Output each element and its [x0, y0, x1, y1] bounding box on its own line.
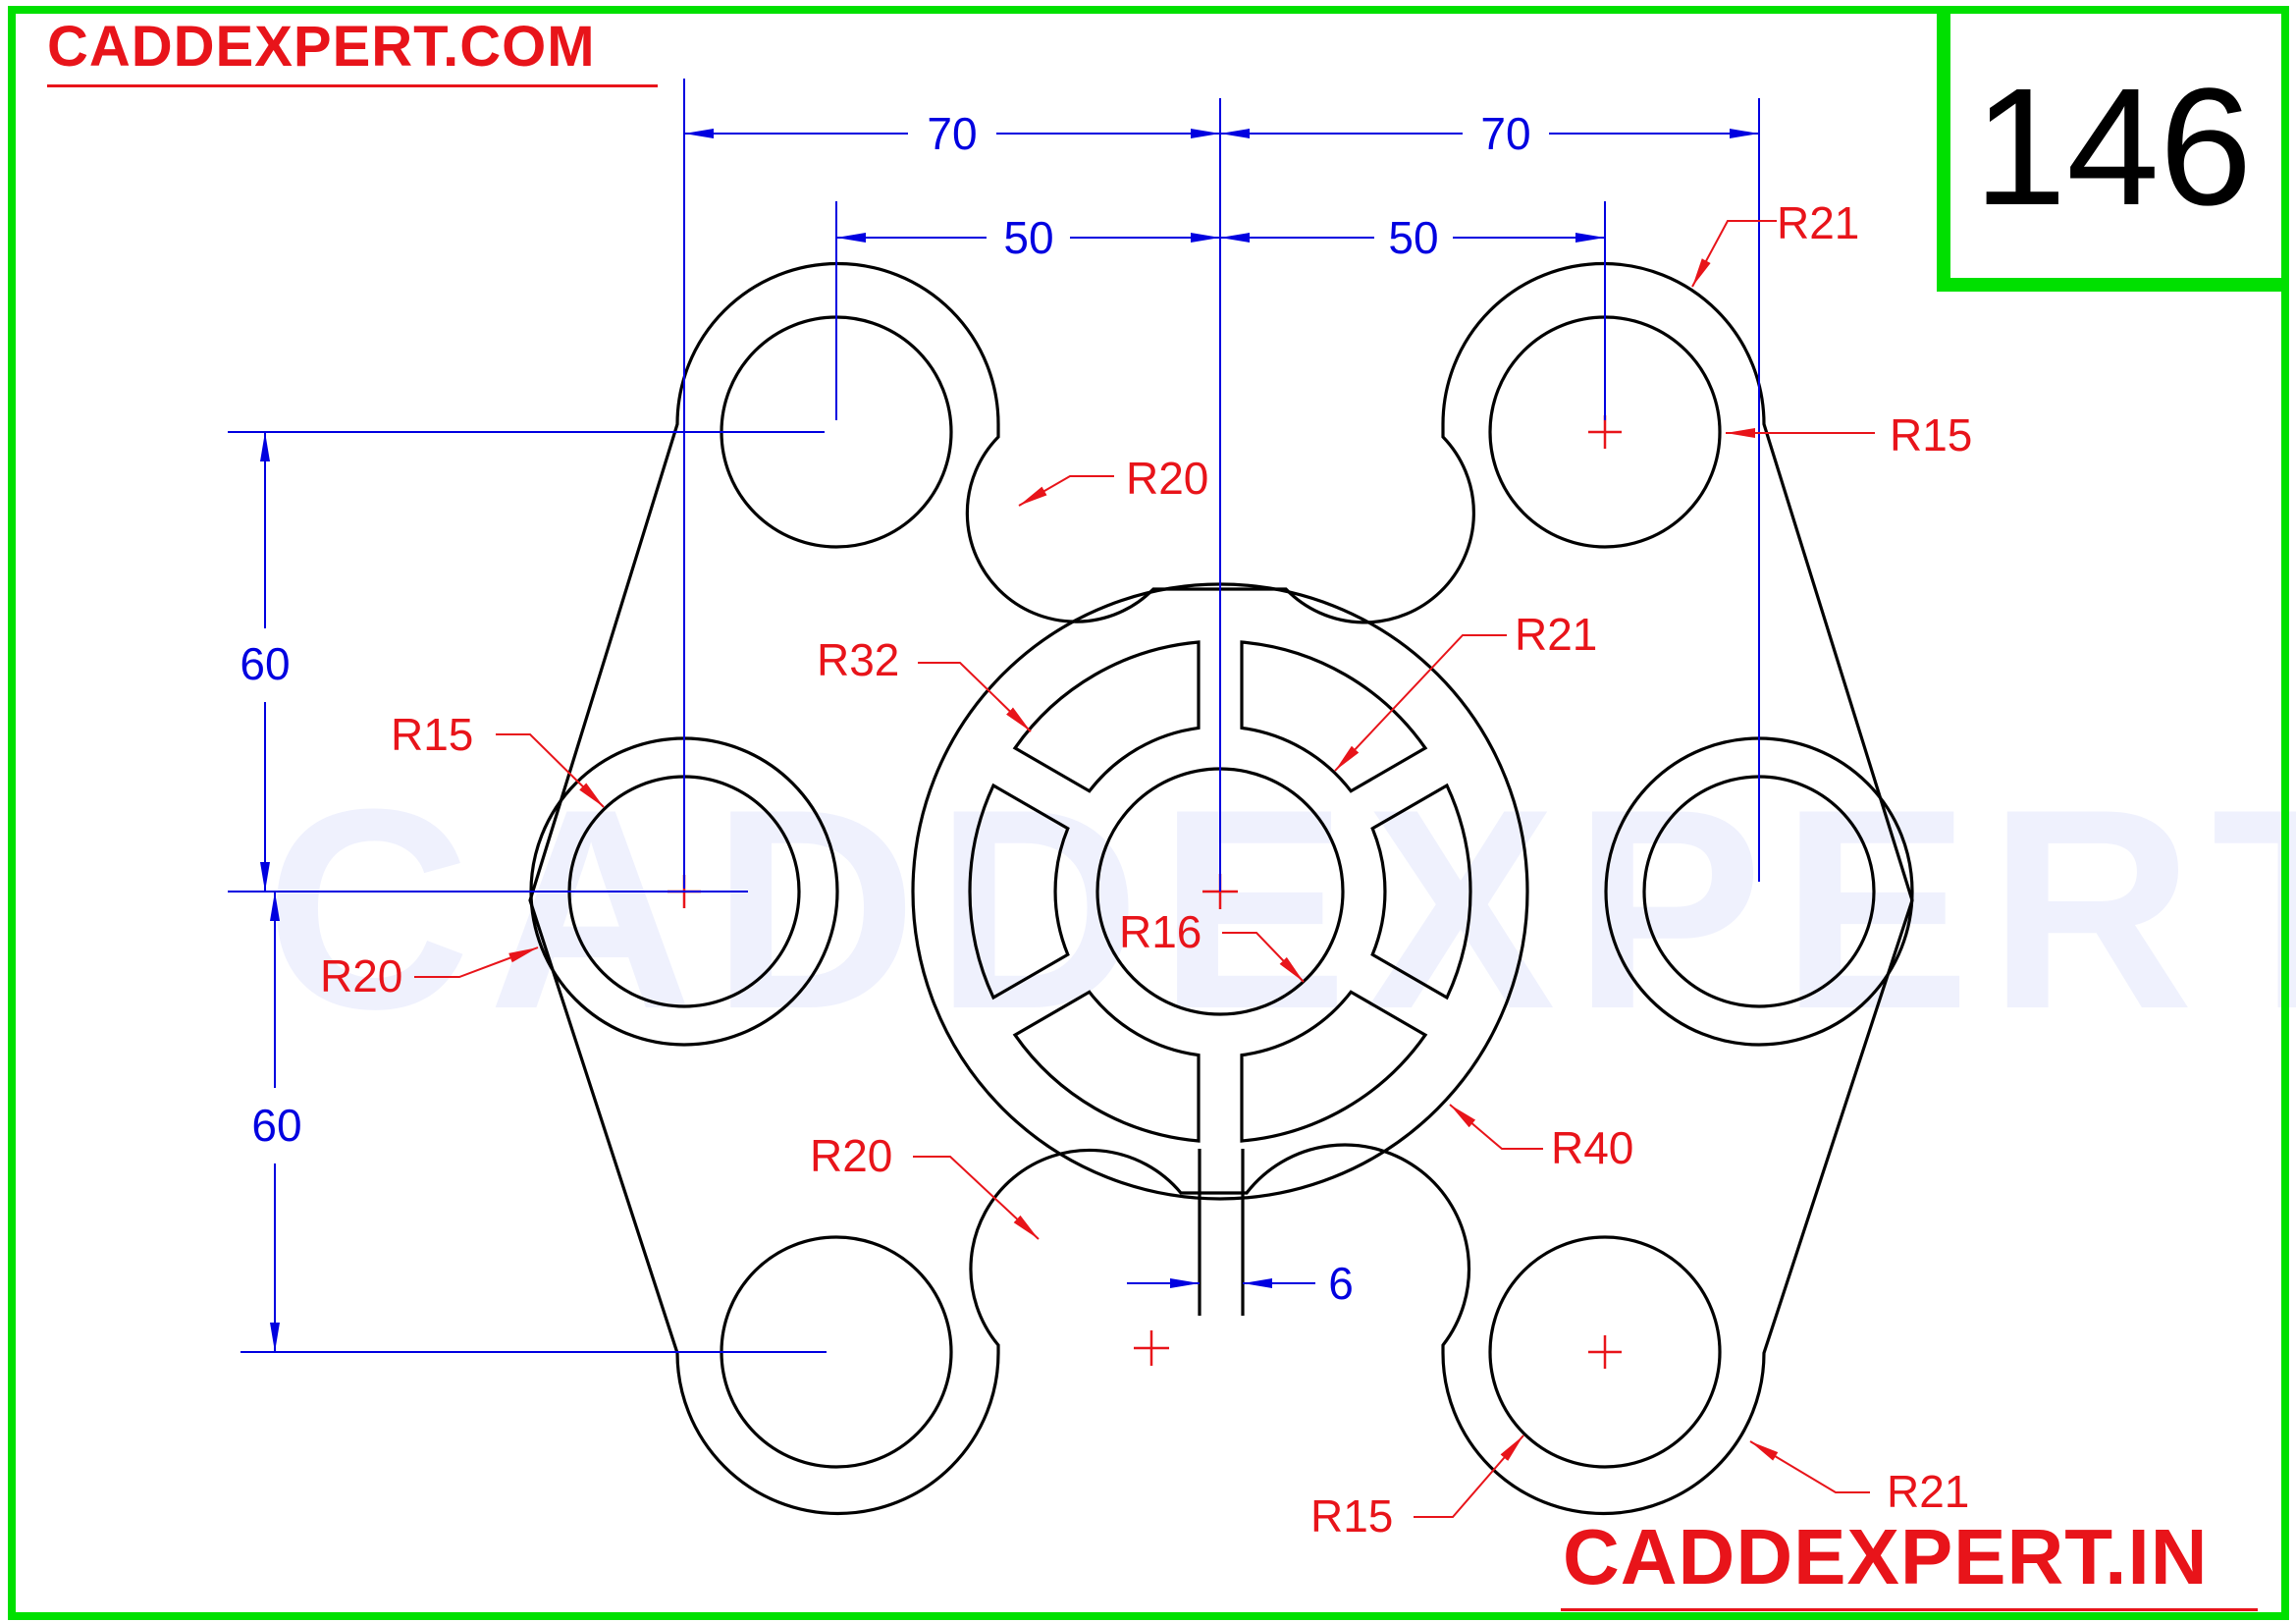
label-bottom-right-r15: R15: [1310, 1490, 1393, 1542]
dim-6: 6: [1328, 1258, 1354, 1309]
title-box: [1937, 10, 2285, 292]
brand-top-underline: [47, 84, 658, 87]
label-left-r15: R15: [391, 709, 473, 760]
spoke-slot: [1370, 783, 1472, 1001]
leader-bottom-right-r21: [1749, 1440, 1870, 1493]
outer-profile: [528, 261, 1914, 1516]
leader-main-r40: [1449, 1104, 1543, 1150]
leader-left-r20: [414, 947, 539, 978]
dimension-texts: 70 70 50 50 60 60 6: [240, 108, 1530, 1309]
center-marks: [667, 415, 1622, 1369]
leader-left-r15: [496, 733, 605, 808]
label-bottom-right-r21: R21: [1887, 1466, 1969, 1517]
leader-bottom-r20: [913, 1156, 1040, 1240]
center-mark-top-right: [1588, 415, 1622, 449]
leader-hub-r16: [1222, 932, 1305, 983]
label-top-right-r21: R21: [1777, 197, 1859, 248]
sheet-border: [8, 6, 2289, 1620]
spoke-slots: [968, 640, 1472, 1143]
radius-leaders: [414, 220, 1875, 1518]
leader-bottom-right-r15: [1414, 1434, 1524, 1518]
dim-50-left: 50: [1003, 212, 1053, 263]
sheet-number: 146: [1973, 54, 2253, 241]
dim-70-right: 70: [1480, 108, 1530, 159]
label-left-r20: R20: [320, 950, 402, 1001]
brand-caddexpert-com: CADDEXPERT.COM: [47, 15, 596, 79]
spoke-slot: [1240, 640, 1428, 793]
spoke-slot: [968, 783, 1070, 1001]
spoke-slot: [1012, 990, 1201, 1143]
spoke-slot: [1012, 640, 1201, 793]
label-spoke-r32: R32: [817, 634, 899, 685]
radius-texts: R21 R15 R20 R32 R21 R15 R20 R16 R40 R20 …: [320, 197, 1972, 1542]
center-mark-bottom-right: [1588, 1335, 1622, 1369]
label-spoke-r21: R21: [1515, 609, 1597, 660]
leader-top-right-r21: [1691, 220, 1777, 288]
dim-60-upper: 60: [240, 638, 290, 689]
label-top-r20: R20: [1126, 453, 1208, 504]
dim-50-right: 50: [1388, 212, 1438, 263]
brand-bottom-underline: [1561, 1608, 2258, 1611]
label-main-r40: R40: [1551, 1122, 1633, 1173]
dim-70-left: 70: [927, 108, 977, 159]
spoke-slot: [1240, 990, 1428, 1143]
leader-spoke-r21: [1334, 634, 1507, 772]
label-top-right-r15: R15: [1890, 409, 1972, 460]
leader-spoke-r32: [918, 662, 1032, 732]
dimension-lines: [228, 79, 1760, 1353]
label-hub-r16: R16: [1119, 906, 1201, 957]
label-bottom-r20: R20: [810, 1130, 892, 1181]
brand-caddexpert-in: CADDEXPERT.IN: [1563, 1513, 2209, 1600]
leader-top-r20: [1018, 475, 1114, 507]
hole-bottom-right: [1488, 1235, 1722, 1469]
dim-60-lower: 60: [251, 1100, 301, 1151]
center-mark-bottom: [1134, 1330, 1169, 1366]
